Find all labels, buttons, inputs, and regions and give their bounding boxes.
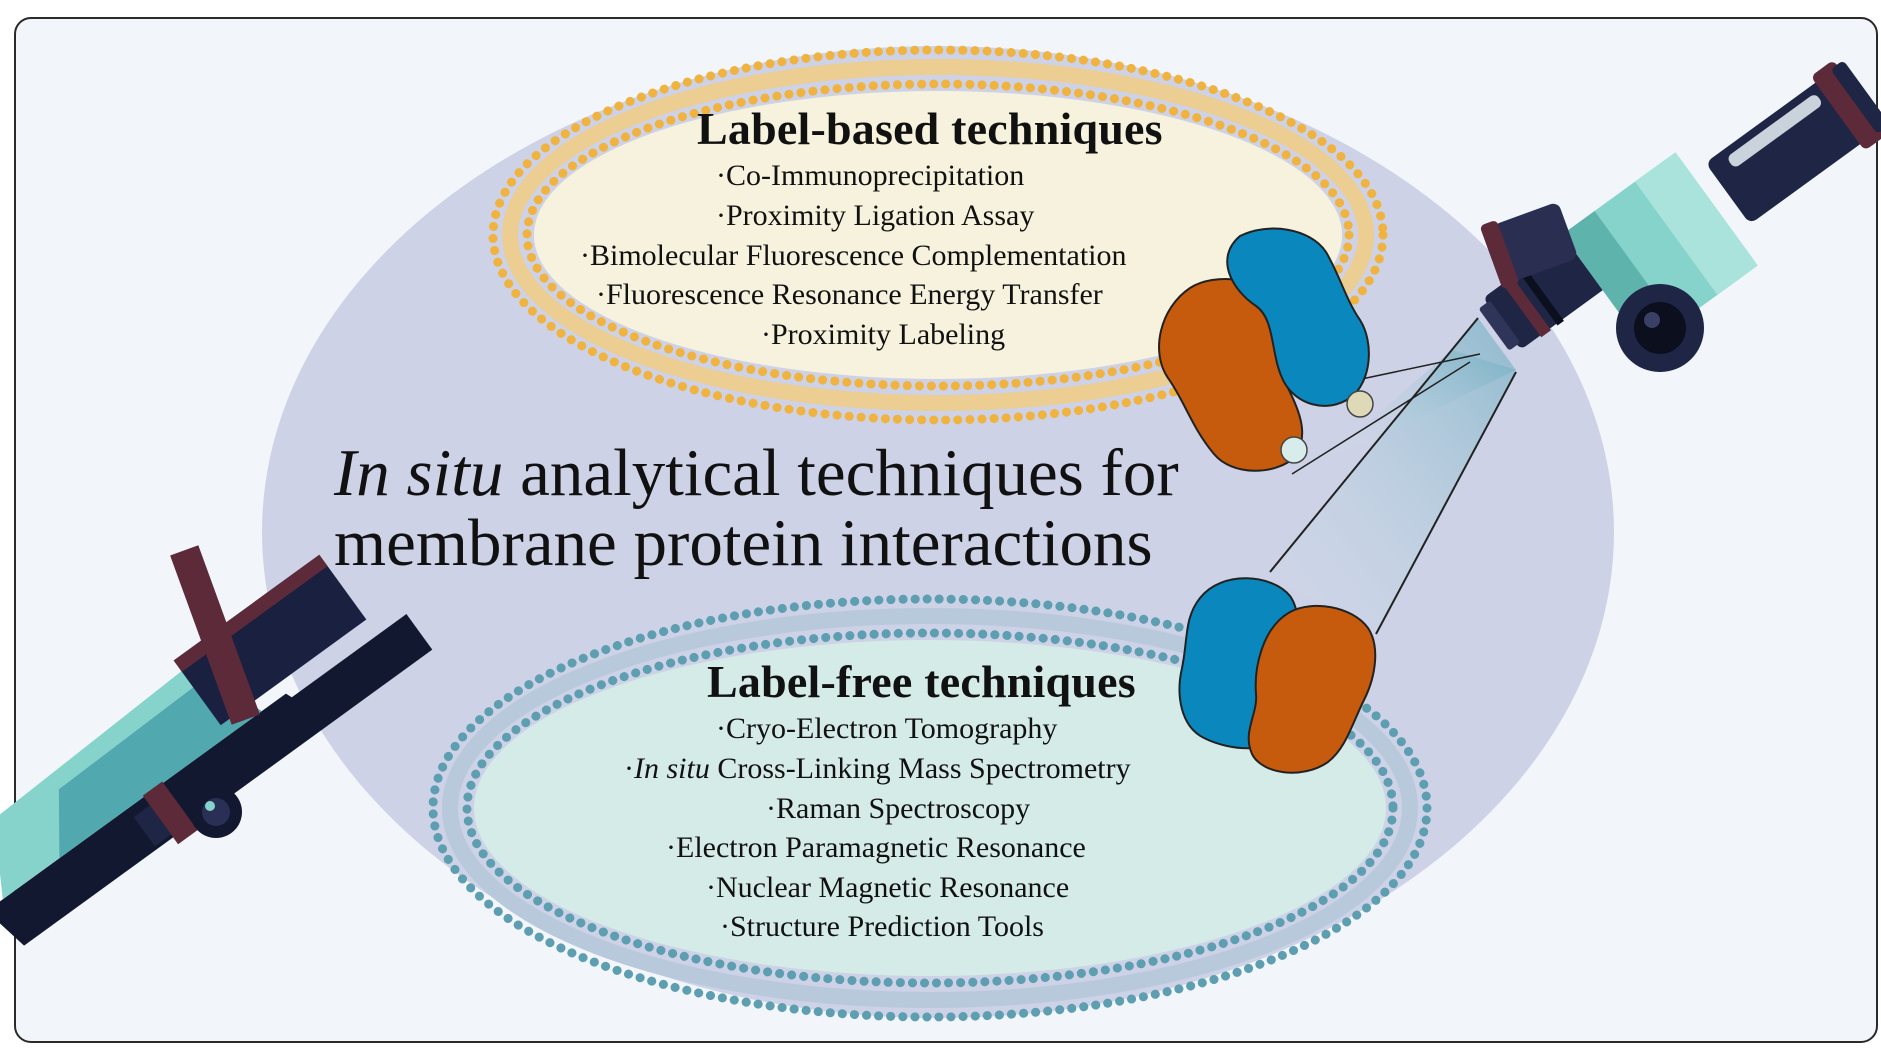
light-beam [1269, 317, 1517, 635]
label-free-ellipse [474, 640, 1386, 976]
label-based-item: ·Co-Immunoprecipitation [716, 159, 1025, 192]
label-based-item: ·Proximity Labeling [761, 318, 1006, 351]
label-based-heading: Label-based techniques [697, 103, 1163, 154]
label-free-item: ·Cryo-Electron Tomography [716, 712, 1058, 745]
label-free-heading: Label-free techniques [707, 656, 1136, 707]
main-title-line-1-rest: analytical techniques for [503, 436, 1179, 510]
label-free-item: ·In situ Cross-Linking Mass Spectrometry [624, 752, 1131, 785]
label-based-ellipse [534, 91, 1342, 379]
label-based-item: ·Proximity Ligation Assay [716, 199, 1035, 232]
label-based-item: ·Fluorescence Resonance Energy Transfer [596, 278, 1103, 311]
label-free-item: ·Electron Paramagnetic Resonance [666, 831, 1086, 864]
label-free-item: ·Nuclear Magnetic Resonance [706, 871, 1070, 904]
label-free-lipid-bilayer-icon [428, 594, 1432, 1022]
main-title-line-1: In situ analytical techniques for [334, 438, 1179, 508]
label-free-item: ·Raman Spectroscopy [766, 792, 1031, 825]
protein-complex-icon-top [1158, 227, 1374, 472]
label-based-item: ·Bimolecular Fluorescence Complementatio… [580, 239, 1127, 272]
protein-complex-icon-bottom [1178, 577, 1377, 774]
main-title-italic: In situ [334, 436, 504, 510]
microscope-stage-icon [0, 545, 433, 946]
label-based-lipid-bilayer-icon [488, 45, 1388, 425]
main-title-line-2: membrane protein interactions [334, 506, 1153, 580]
label-free-item: ·Structure Prediction Tools [720, 910, 1044, 943]
main-title: In situ analytical techniques for membra… [334, 438, 1179, 578]
microscope-icon [1479, 62, 1881, 372]
